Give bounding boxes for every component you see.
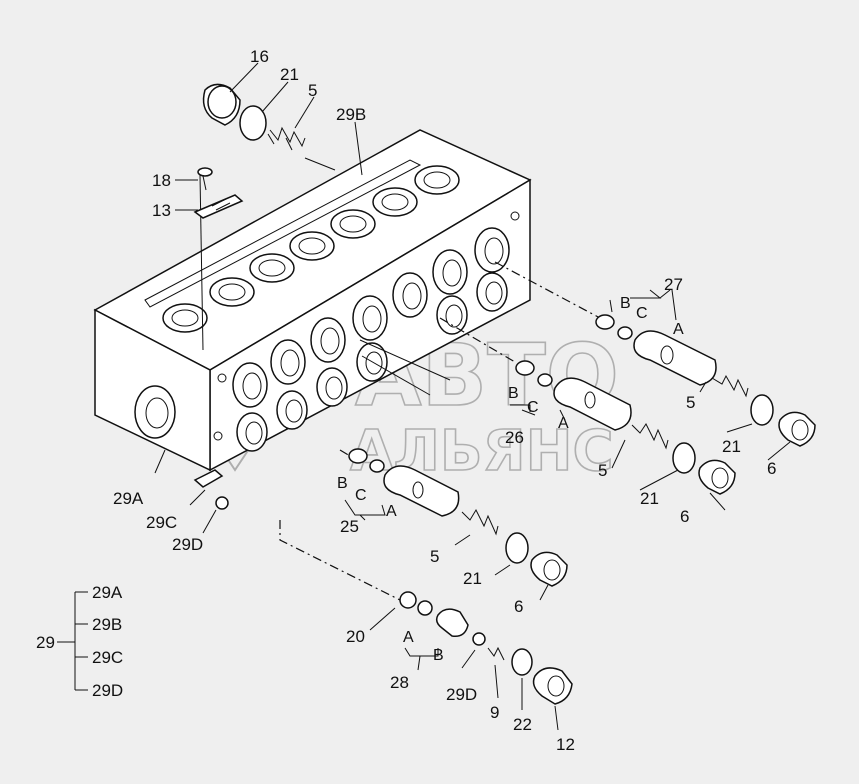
callout-9: 9: [490, 703, 499, 722]
assembly-27: [595, 314, 816, 447]
callout-18: 18: [152, 171, 171, 190]
callout-26: 26: [505, 428, 524, 447]
callout-25-B: B: [337, 475, 348, 492]
callout-21-right: 21: [722, 437, 741, 456]
callout-29C: 29C: [146, 513, 177, 532]
callout-6-right: 6: [767, 459, 776, 478]
part-screw-18: [197, 167, 213, 191]
callout-6-lower: 6: [514, 597, 523, 616]
callout-25: 25: [340, 517, 359, 536]
callout-16: 16: [250, 47, 269, 66]
callout-21-mid: 21: [640, 489, 659, 508]
assembly-25: [348, 448, 568, 587]
callout-26-B: B: [508, 385, 519, 402]
callout-13: 13: [152, 201, 171, 220]
legend-29: 29 29A 29B 29C 29D: [36, 583, 123, 700]
part-29C: [193, 469, 224, 488]
callout-21-lower: 21: [463, 569, 482, 588]
part-plate-13: [193, 194, 244, 219]
legend-root: 29: [36, 633, 55, 652]
callout-25-C: C: [355, 487, 367, 504]
callout-12: 12: [556, 735, 575, 754]
callout-26-A: A: [558, 415, 569, 432]
callout-5-mid-right: 5: [686, 393, 695, 412]
part-oring-21-top: [239, 105, 267, 141]
callout-27-B: B: [620, 295, 631, 312]
top-ports: [162, 165, 460, 333]
part-spring-5-top: [267, 126, 306, 151]
callout-28-A: A: [403, 629, 414, 646]
assembly-26: [515, 360, 736, 495]
callout-22: 22: [513, 715, 532, 734]
callouts: 16 21 5 29B 18 13 27 B C A B C A 26 5 21…: [113, 47, 776, 754]
valve-block: [93, 129, 532, 472]
assembly-28: [399, 591, 573, 705]
callout-29A: 29A: [113, 489, 144, 508]
callout-29B: 29B: [336, 105, 366, 124]
callout-20: 20: [346, 627, 365, 646]
part-29D: [215, 496, 229, 510]
callout-27-C: C: [636, 305, 648, 322]
callout-25-A: A: [386, 503, 397, 520]
callout-5-lower: 5: [430, 547, 439, 566]
callout-6-mid: 6: [680, 507, 689, 526]
legend-item: 29B: [92, 615, 122, 634]
callout-28-B: B: [433, 647, 444, 664]
callout-5-mid: 5: [598, 461, 607, 480]
legend-item: 29D: [92, 681, 123, 700]
callout-26-C: C: [527, 399, 539, 416]
callout-5: 5: [308, 81, 317, 100]
legend-item: 29A: [92, 583, 123, 602]
legend-item: 29C: [92, 648, 123, 667]
label-leaders: [154, 62, 791, 731]
callout-29D: 29D: [172, 535, 203, 554]
callout-28: 28: [390, 673, 409, 692]
part-plug-16: [202, 83, 241, 126]
leader-lines: [199, 174, 601, 601]
callout-21: 21: [280, 65, 299, 84]
callout-27-A: A: [673, 321, 684, 338]
callout-27: 27: [664, 275, 683, 294]
callout-29D-lower: 29D: [446, 685, 477, 704]
side-ports: [134, 211, 520, 452]
